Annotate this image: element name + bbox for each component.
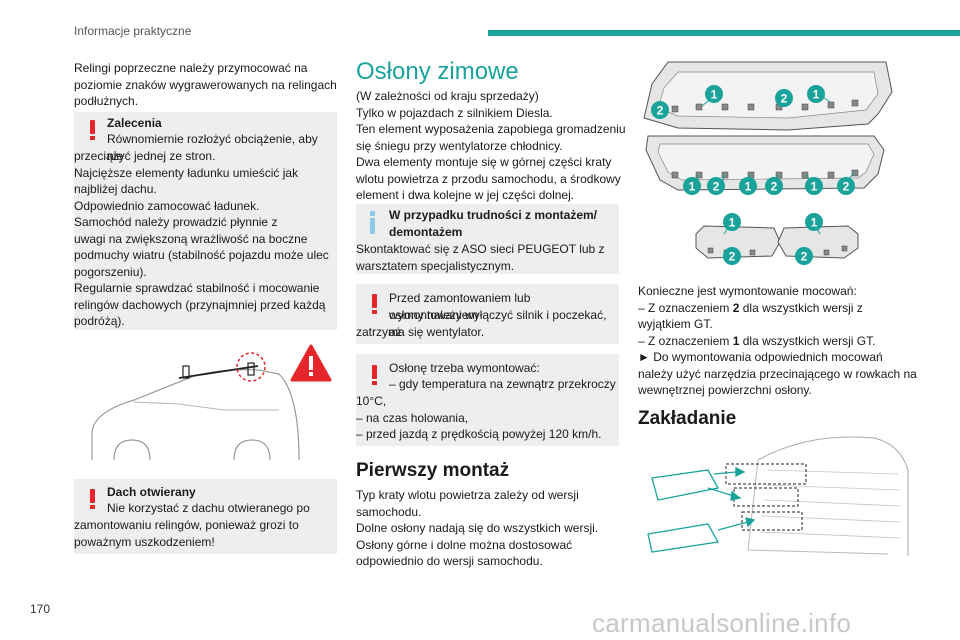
recommendations-box: Zalecenia Równomiernie rozłożyć obciążen… — [74, 112, 337, 330]
exclamation-icon — [90, 120, 95, 140]
installation-heading: Zakładanie — [638, 408, 737, 429]
info-box-text: Skontaktować się z ASO sieci PEUGEOT lub… — [356, 242, 605, 273]
label-two: 2 — [729, 250, 736, 264]
warning-remove-list: 10°C, – na czas holowania, – przed jazdą… — [356, 394, 602, 441]
intro-line: podłużnych. — [74, 94, 139, 108]
label-one: 1 — [811, 180, 818, 194]
label-one: 1 — [813, 88, 820, 102]
recommendations-text-block: przeciążyć jednej ze stron. Najcięższe e… — [74, 149, 329, 328]
warning-box-remove-cover: Osłonę trzeba wymontować: – gdy temperat… — [356, 354, 619, 446]
header-section-title: Informacje praktyczne — [74, 24, 192, 38]
label-two: 2 — [771, 180, 778, 194]
label-one: 1 — [811, 216, 818, 230]
opening-roof-text-block: zamontowaniu relingów, ponieważ grozi to… — [74, 518, 299, 549]
fastener-removal-text: Konieczne jest wymontowanie mocowań: – Z… — [638, 284, 917, 397]
recommendations-text: Równomiernie rozłożyć obciążenie, aby ni… — [107, 132, 318, 163]
info-box-title: W przypadku trudności z montażem/ demont… — [389, 208, 598, 239]
warning-triangle-icon — [290, 344, 332, 382]
winter-covers-body: (W zależności od kraju sprzedaży) Tylko … — [356, 89, 626, 202]
warning-box-engine-off: Przed zamontowaniem lub wymontowaniem os… — [356, 284, 619, 344]
exclamation-icon — [90, 489, 95, 509]
label-one: 1 — [729, 216, 736, 230]
label-two: 2 — [713, 180, 720, 194]
label-one: 1 — [745, 180, 752, 194]
first-mount-heading: Pierwszy montaż — [356, 460, 510, 481]
label-two: 2 — [657, 104, 664, 118]
info-box-difficulty: W przypadku trudności z montażem/ demont… — [356, 204, 619, 274]
label-two: 2 — [843, 180, 850, 194]
watermark: carmanualsonline.info — [592, 608, 852, 638]
exclamation-icon — [372, 294, 377, 314]
opening-roof-box: Dach otwierany Nie korzystać z dachu otw… — [74, 479, 337, 554]
info-icon — [370, 211, 375, 234]
label-one: 1 — [711, 88, 718, 102]
label-two: 2 — [781, 92, 788, 106]
winter-covers-heading: Osłony zimowe — [356, 58, 519, 85]
intro-line: Relingi poprzeczne należy przymocować na — [74, 61, 308, 75]
page-number: 170 — [30, 602, 51, 616]
installation-illustration — [647, 436, 909, 556]
opening-roof-title: Dach otwierany — [107, 485, 196, 499]
opening-roof-text: Nie korzystać z dachu otwieranego po — [107, 501, 310, 515]
first-mount-body: Typ kraty wlotu powietrza zależy od wers… — [356, 488, 599, 568]
label-two: 2 — [801, 250, 808, 264]
grille-cover-diagram: 2 1 2 1 1 2 1 2 1 2 1 1 2 2 — [643, 61, 893, 265]
intro-line: poziomie znaków wygrawerowanych na relin… — [74, 77, 337, 92]
header-accent-bar — [488, 30, 960, 36]
roof-bars-intro: Relingi poprzeczne należy przymocować na… — [74, 60, 339, 110]
exclamation-icon — [372, 365, 377, 385]
car-roof-bar-illustration — [91, 344, 332, 461]
label-one: 1 — [689, 180, 696, 194]
recommendations-title: Zalecenia — [107, 116, 162, 130]
